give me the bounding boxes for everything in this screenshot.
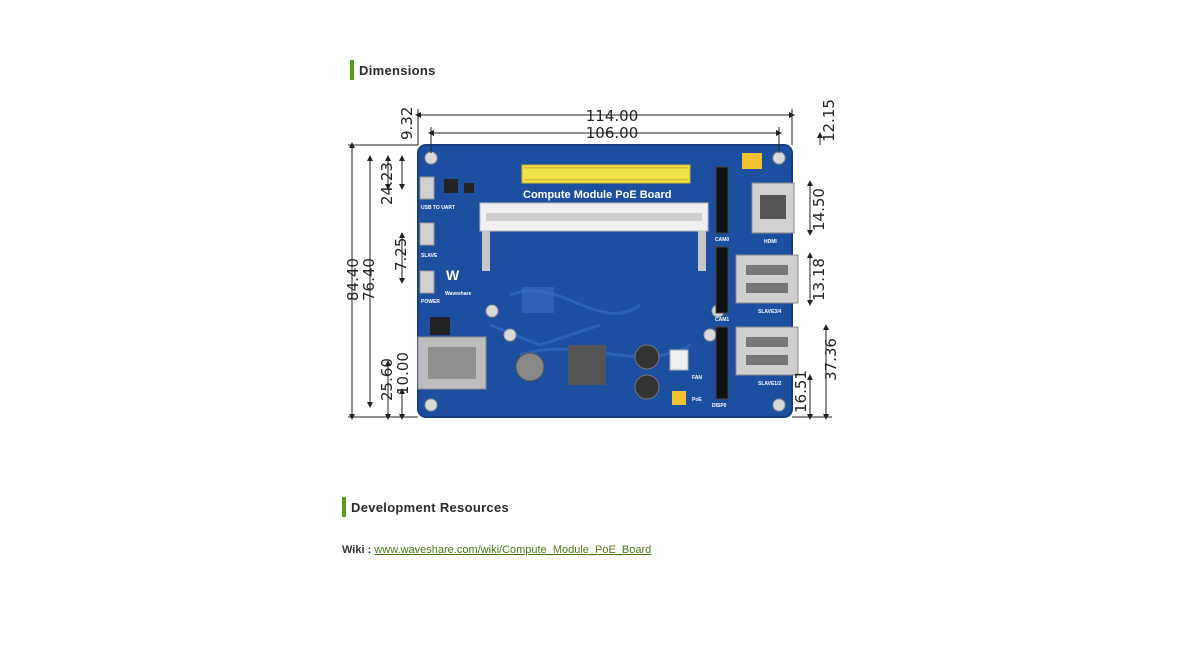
development-resources-heading: Development Resources (342, 497, 509, 517)
wiki-line: Wiki : www.waveshare.com/wiki/Compute_Mo… (342, 544, 651, 556)
board-title: Compute Module PoE Board (523, 189, 672, 201)
label-slave34: SLAVE3/4 (758, 309, 781, 315)
heading-accent-bar (342, 497, 346, 517)
label-cam1: CAM1 (715, 317, 729, 323)
slave-usb-port (419, 222, 435, 246)
mount-hole-icon (772, 398, 786, 412)
dim-top-offset-left: 9.32 (398, 107, 416, 140)
mount-hole-icon (424, 151, 438, 165)
label-power: POWER (421, 299, 440, 305)
wiki-link[interactable]: www.waveshare.com/wiki/Compute_Module_Po… (374, 544, 652, 556)
waveshare-logo-icon: W (446, 267, 460, 283)
dim-slave12: 37.36 (822, 338, 840, 381)
wiki-label: Wiki : (342, 544, 372, 556)
slave34-usb-port (735, 254, 799, 304)
heading-accent-bar (350, 60, 354, 80)
capacitor (515, 352, 545, 382)
dim-top-offset-right: 12.15 (820, 99, 838, 142)
dimensions-heading-text: Dimensions (359, 62, 436, 78)
power-usb-port (419, 270, 435, 294)
dim-hdmi: 14.50 (810, 188, 828, 231)
cam0-connector (715, 166, 729, 234)
dim-bottom-right: 16.51 (792, 370, 810, 413)
disp0-connector (715, 326, 729, 400)
inductor (568, 345, 606, 385)
mount-hole-icon (424, 398, 438, 412)
dim-hole-height: 76.40 (360, 258, 378, 301)
dim-usb-uart: 24.23 (378, 162, 396, 205)
cam1-connector (715, 246, 729, 314)
label-slave12: SLAVE1/2 (758, 381, 781, 387)
dimensions-heading: Dimensions (350, 60, 436, 80)
label-disp0: DISP0 (712, 403, 727, 409)
dim-hole-width: 106.00 (586, 124, 639, 142)
label-cam0: CAM0 (715, 237, 729, 243)
board-dimension-figure: Compute Module PoE Board USB TO UART SLA… (344, 99, 840, 420)
mount-hole-icon (772, 151, 786, 165)
label-slave: SLAVE (421, 253, 438, 259)
dim-slave34: 13.18 (810, 258, 828, 301)
usb-uart-port (419, 176, 435, 200)
dim-rj45-b: 10.00 (394, 352, 412, 395)
development-resources-heading-text: Development Resources (351, 499, 510, 515)
brand-label: Waveshare (445, 291, 471, 297)
dim-slave: 7.25 (392, 238, 410, 271)
label-hdmi: HDMI (764, 239, 777, 245)
gpio-header (521, 164, 691, 184)
label-poe: PoE (692, 397, 702, 403)
label-fan: FAN (692, 375, 702, 381)
dim-total-width: 114.00 (586, 107, 639, 125)
hdmi-port (751, 182, 795, 234)
label-usb-uart: USB TO UART (421, 205, 455, 211)
dim-rj45-a: 25.60 (378, 358, 396, 401)
chip (444, 179, 458, 193)
dim-total-height: 84.40 (344, 258, 362, 301)
slave12-usb-port (735, 326, 799, 376)
